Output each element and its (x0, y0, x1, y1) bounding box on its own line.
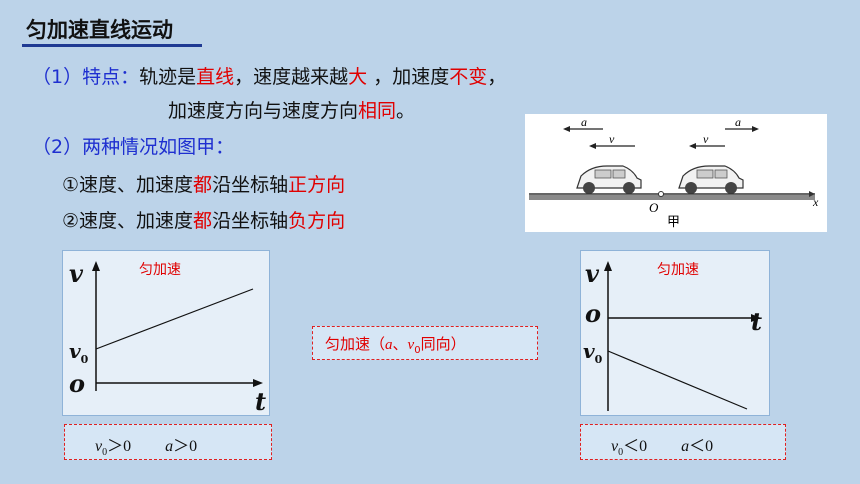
left-cond-a: a (165, 438, 174, 455)
ground-hatch (529, 195, 815, 200)
case2-text-1: ②速度、加速度 (62, 210, 194, 232)
cars-figure-svg: a v v a O x 甲 (529, 115, 819, 230)
left-cond-sub: 0 (102, 447, 108, 459)
case1-text-1: ①速度、加速度 (62, 174, 194, 196)
right-graph-line (607, 350, 748, 410)
left-graph-v0-sub: 0 (80, 353, 89, 366)
right-cond-sub: 0 (618, 447, 624, 459)
left-graph-v-label: v (69, 259, 83, 288)
point1-line1: （1）特点：轨迹是直线，速度越来越大 ，加速度不变， (32, 62, 506, 89)
left-cond-op1: ＞0 (107, 438, 132, 455)
left-graph-t-label: t (255, 387, 267, 416)
right-graph-v0-sub: 0 (594, 353, 603, 366)
case2-emph-2: 负方向 (288, 210, 346, 232)
point1-line2: 加速度方向与速度方向相同。 (168, 96, 415, 123)
right-graph-title: 匀加速 (657, 262, 699, 278)
point1-emph-3: 不变 (449, 66, 488, 88)
left-graph-title: 匀加速 (139, 262, 181, 278)
case1-line: ①速度、加速度都沿坐标轴正方向 (62, 170, 345, 197)
left-vt-graph: 匀加速 v v0 o t (62, 250, 270, 416)
left-graph-svg (92, 261, 263, 391)
case1-emph-2: 正方向 (288, 174, 346, 196)
middle-label-text-2: 同向） (420, 335, 466, 353)
left-a-label: a (581, 115, 587, 129)
case1-emph-1: 都 (193, 174, 213, 196)
right-graph-v-arrowhead (604, 261, 612, 271)
point1-l2-emph: 相同 (358, 100, 397, 122)
left-a-arrowhead (563, 126, 570, 132)
left-v-arrowhead (589, 143, 596, 149)
title-underline (22, 44, 202, 47)
figure-caption: 甲 (667, 215, 680, 230)
left-graph-v0-v: v (69, 339, 81, 363)
right-cond-op2: ＜0 (689, 438, 714, 455)
page-title: 匀加速直线运动 (26, 18, 173, 42)
origin-point (658, 191, 664, 197)
right-car (678, 165, 744, 194)
left-v-label: v (609, 132, 615, 146)
left-graph-o-label: o (69, 369, 86, 398)
point1-label: （1）特点： (32, 66, 140, 88)
right-v-label: v (703, 132, 709, 146)
right-graph-v0-v: v (583, 339, 595, 363)
point1-text-1: 轨迹是 (139, 66, 197, 88)
right-v-arrowhead (689, 143, 696, 149)
point1-text-2: ，速度越来越 (234, 66, 349, 88)
right-cond-v: v (611, 438, 619, 455)
right-graph-svg (604, 261, 761, 411)
right-graph-t-arrowhead (751, 314, 761, 322)
point1-emph-2: 大 (348, 66, 368, 88)
point1-text-3: ，加速度 (367, 66, 450, 88)
left-car (576, 165, 642, 194)
middle-label-v: v (407, 337, 415, 353)
left-cond-op2: ＞0 (173, 438, 198, 455)
right-graph-v-label: v (585, 259, 599, 288)
origin-label: O (649, 200, 659, 215)
left-graph-v-arrowhead (92, 261, 100, 271)
middle-label: 匀加速（a、v0同向） (325, 333, 466, 356)
point1-emph-1: 直线 (196, 66, 235, 88)
point1-text-4: ， (487, 66, 507, 88)
middle-label-a: a (385, 337, 393, 353)
x-axis-label: x (812, 195, 819, 209)
middle-label-box: 匀加速（a、v0同向） (312, 326, 538, 360)
case1-text-2: 沿坐标轴 (212, 174, 289, 196)
left-graph-t-arrowhead (253, 379, 263, 387)
right-vt-graph: 匀加速 v o v0 t (580, 250, 770, 416)
right-graph-t-label: t (751, 307, 763, 336)
case2-text-2: 沿坐标轴 (212, 210, 289, 232)
right-a-arrowhead (752, 126, 759, 132)
middle-label-sep: 、 (392, 335, 408, 353)
case2-line: ②速度、加速度都沿坐标轴负方向 (62, 206, 345, 233)
case2-emph-1: 都 (193, 210, 213, 232)
right-graph-o-label: o (585, 299, 602, 328)
right-cond-a: a (681, 438, 690, 455)
left-cond-v: v (95, 438, 103, 455)
left-graph-v0-label: v0 (69, 339, 88, 366)
right-a-label: a (735, 115, 741, 129)
middle-label-text-1: 匀加速（ (325, 335, 386, 353)
left-graph-line (95, 288, 254, 350)
point1-l2-text-1: 加速度方向与速度方向 (168, 100, 359, 122)
point2-label: （2）两种情况如图甲： (32, 136, 235, 158)
right-cond-op1: ＜0 (623, 438, 648, 455)
middle-label-sub: 0 (414, 345, 421, 356)
x-axis-arrowhead (809, 191, 815, 197)
cars-figure: a v v a O x 甲 (525, 114, 827, 232)
point1-l2-text-2: 。 (396, 100, 416, 122)
right-graph-v0-label: v0 (583, 339, 602, 366)
